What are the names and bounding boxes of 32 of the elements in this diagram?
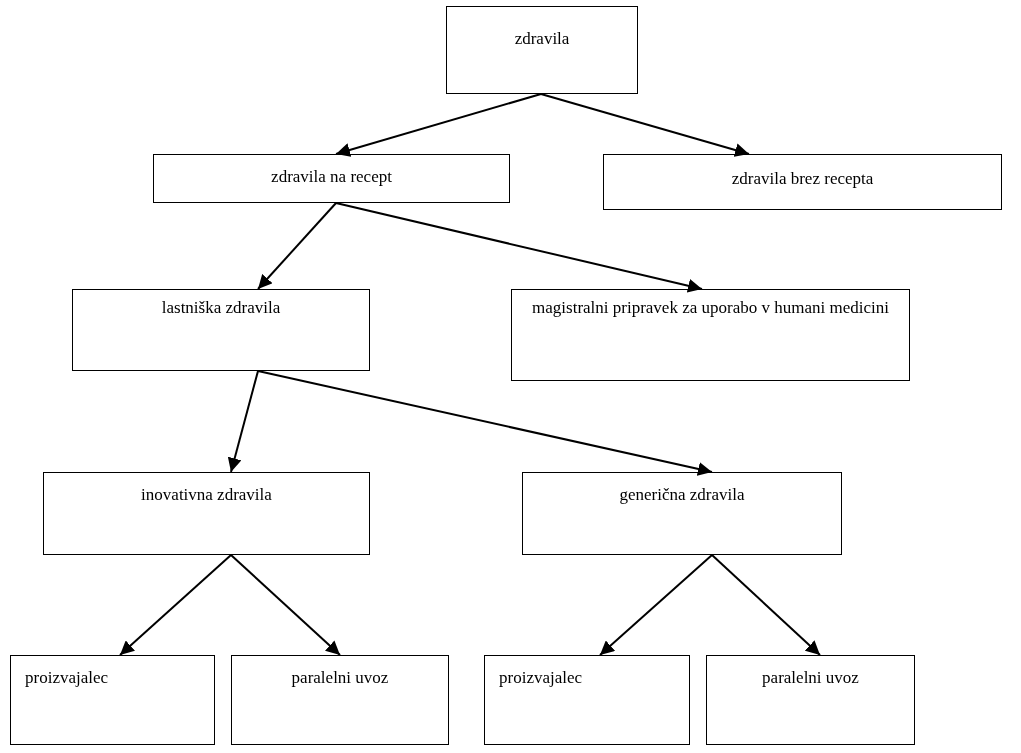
category-label: zdravila brez recepta bbox=[731, 169, 874, 188]
arrow bbox=[230, 554, 341, 656]
arrow bbox=[227, 370, 259, 473]
category-box bbox=[603, 154, 1002, 210]
arrow bbox=[599, 554, 713, 656]
category-label: paralelni uvoz bbox=[291, 668, 389, 687]
category-box bbox=[43, 472, 370, 555]
category-box bbox=[706, 655, 915, 745]
category-box bbox=[10, 655, 215, 745]
category-label: magistralni pripravek za uporabo v humani medicini bbox=[532, 298, 889, 317]
category-label: proizvajalec bbox=[25, 668, 109, 687]
arrow bbox=[335, 202, 703, 293]
category-box bbox=[484, 655, 690, 745]
arrow bbox=[540, 93, 750, 157]
category-box bbox=[231, 655, 449, 745]
arrow bbox=[257, 370, 713, 476]
category-box bbox=[522, 472, 842, 555]
arrow bbox=[257, 202, 337, 290]
category-label: proizvajalec bbox=[499, 668, 583, 687]
category-label: generična zdravila bbox=[619, 485, 745, 504]
category-label: inovativna zdravila bbox=[141, 485, 272, 504]
arrow bbox=[711, 554, 821, 656]
category-box bbox=[72, 289, 370, 371]
category-label: lastniška zdravila bbox=[161, 298, 281, 317]
category-box bbox=[153, 154, 510, 203]
category-box bbox=[511, 289, 910, 381]
category-box bbox=[446, 6, 638, 94]
arrow bbox=[119, 554, 232, 656]
arrow bbox=[335, 93, 542, 157]
category-label: zdravila bbox=[514, 29, 570, 48]
category-label: zdravila na recept bbox=[271, 167, 392, 186]
category-label: paralelni uvoz bbox=[762, 668, 859, 687]
